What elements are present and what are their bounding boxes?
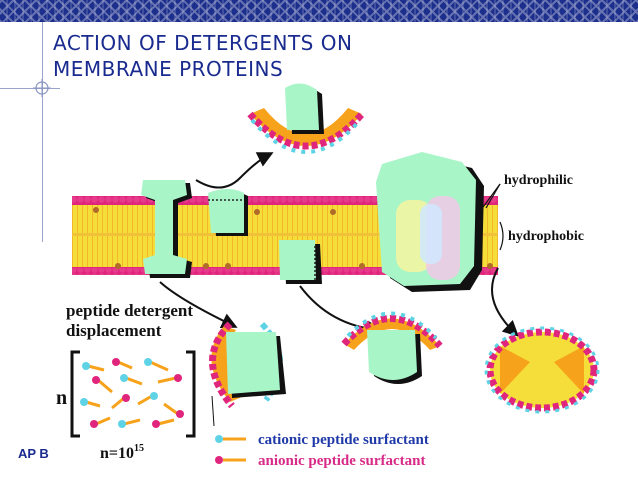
legend-anionic-icon <box>215 456 246 464</box>
integral-protein-left <box>141 180 192 278</box>
footer-text: AP B <box>18 446 49 461</box>
crosshair-icon <box>33 79 51 97</box>
header-bar <box>0 0 638 22</box>
hydrophobic-label: hydrophobic <box>508 229 584 244</box>
peripheral-protein-middle <box>208 189 248 236</box>
anionic-label: anionic peptide surfactant <box>258 453 426 469</box>
horizontal-guide-line <box>0 88 60 89</box>
protein-micelle-bottom-middle <box>341 311 443 384</box>
protein-micelle-bottom-left <box>209 321 286 409</box>
peptide-molecules <box>85 360 179 426</box>
legend-pointer-line <box>211 395 215 427</box>
hydrophilic-label: hydrophilic <box>504 173 573 188</box>
arrows <box>159 152 519 338</box>
n-label: n <box>56 387 67 409</box>
legend-cationic-icon <box>215 435 246 443</box>
large-protein-right <box>376 152 484 292</box>
small-protein-lower <box>279 240 322 284</box>
empty-micelle-bottom-right <box>484 326 600 414</box>
annotation-lines <box>477 183 504 251</box>
peptide-detergent-label: peptide detergent <box>66 301 193 320</box>
n-value-label: n=1015 <box>100 443 144 462</box>
peptide-heads <box>80 358 184 428</box>
title-line-1: ACTION OF DETERGENTS ON <box>53 31 353 55</box>
protein-micelle-top <box>247 83 365 154</box>
vertical-guide-line <box>42 22 43 242</box>
slide-title: ACTION OF DETERGENTS ON MEMBRANE PROTEIN… <box>53 30 352 82</box>
cationic-label: cationic peptide surfactant <box>258 432 429 448</box>
membrane-markers <box>93 207 493 269</box>
displacement-label: displacement <box>66 321 162 340</box>
title-line-2: MEMBRANE PROTEINS <box>53 57 284 81</box>
peptide-bracket <box>70 350 196 438</box>
